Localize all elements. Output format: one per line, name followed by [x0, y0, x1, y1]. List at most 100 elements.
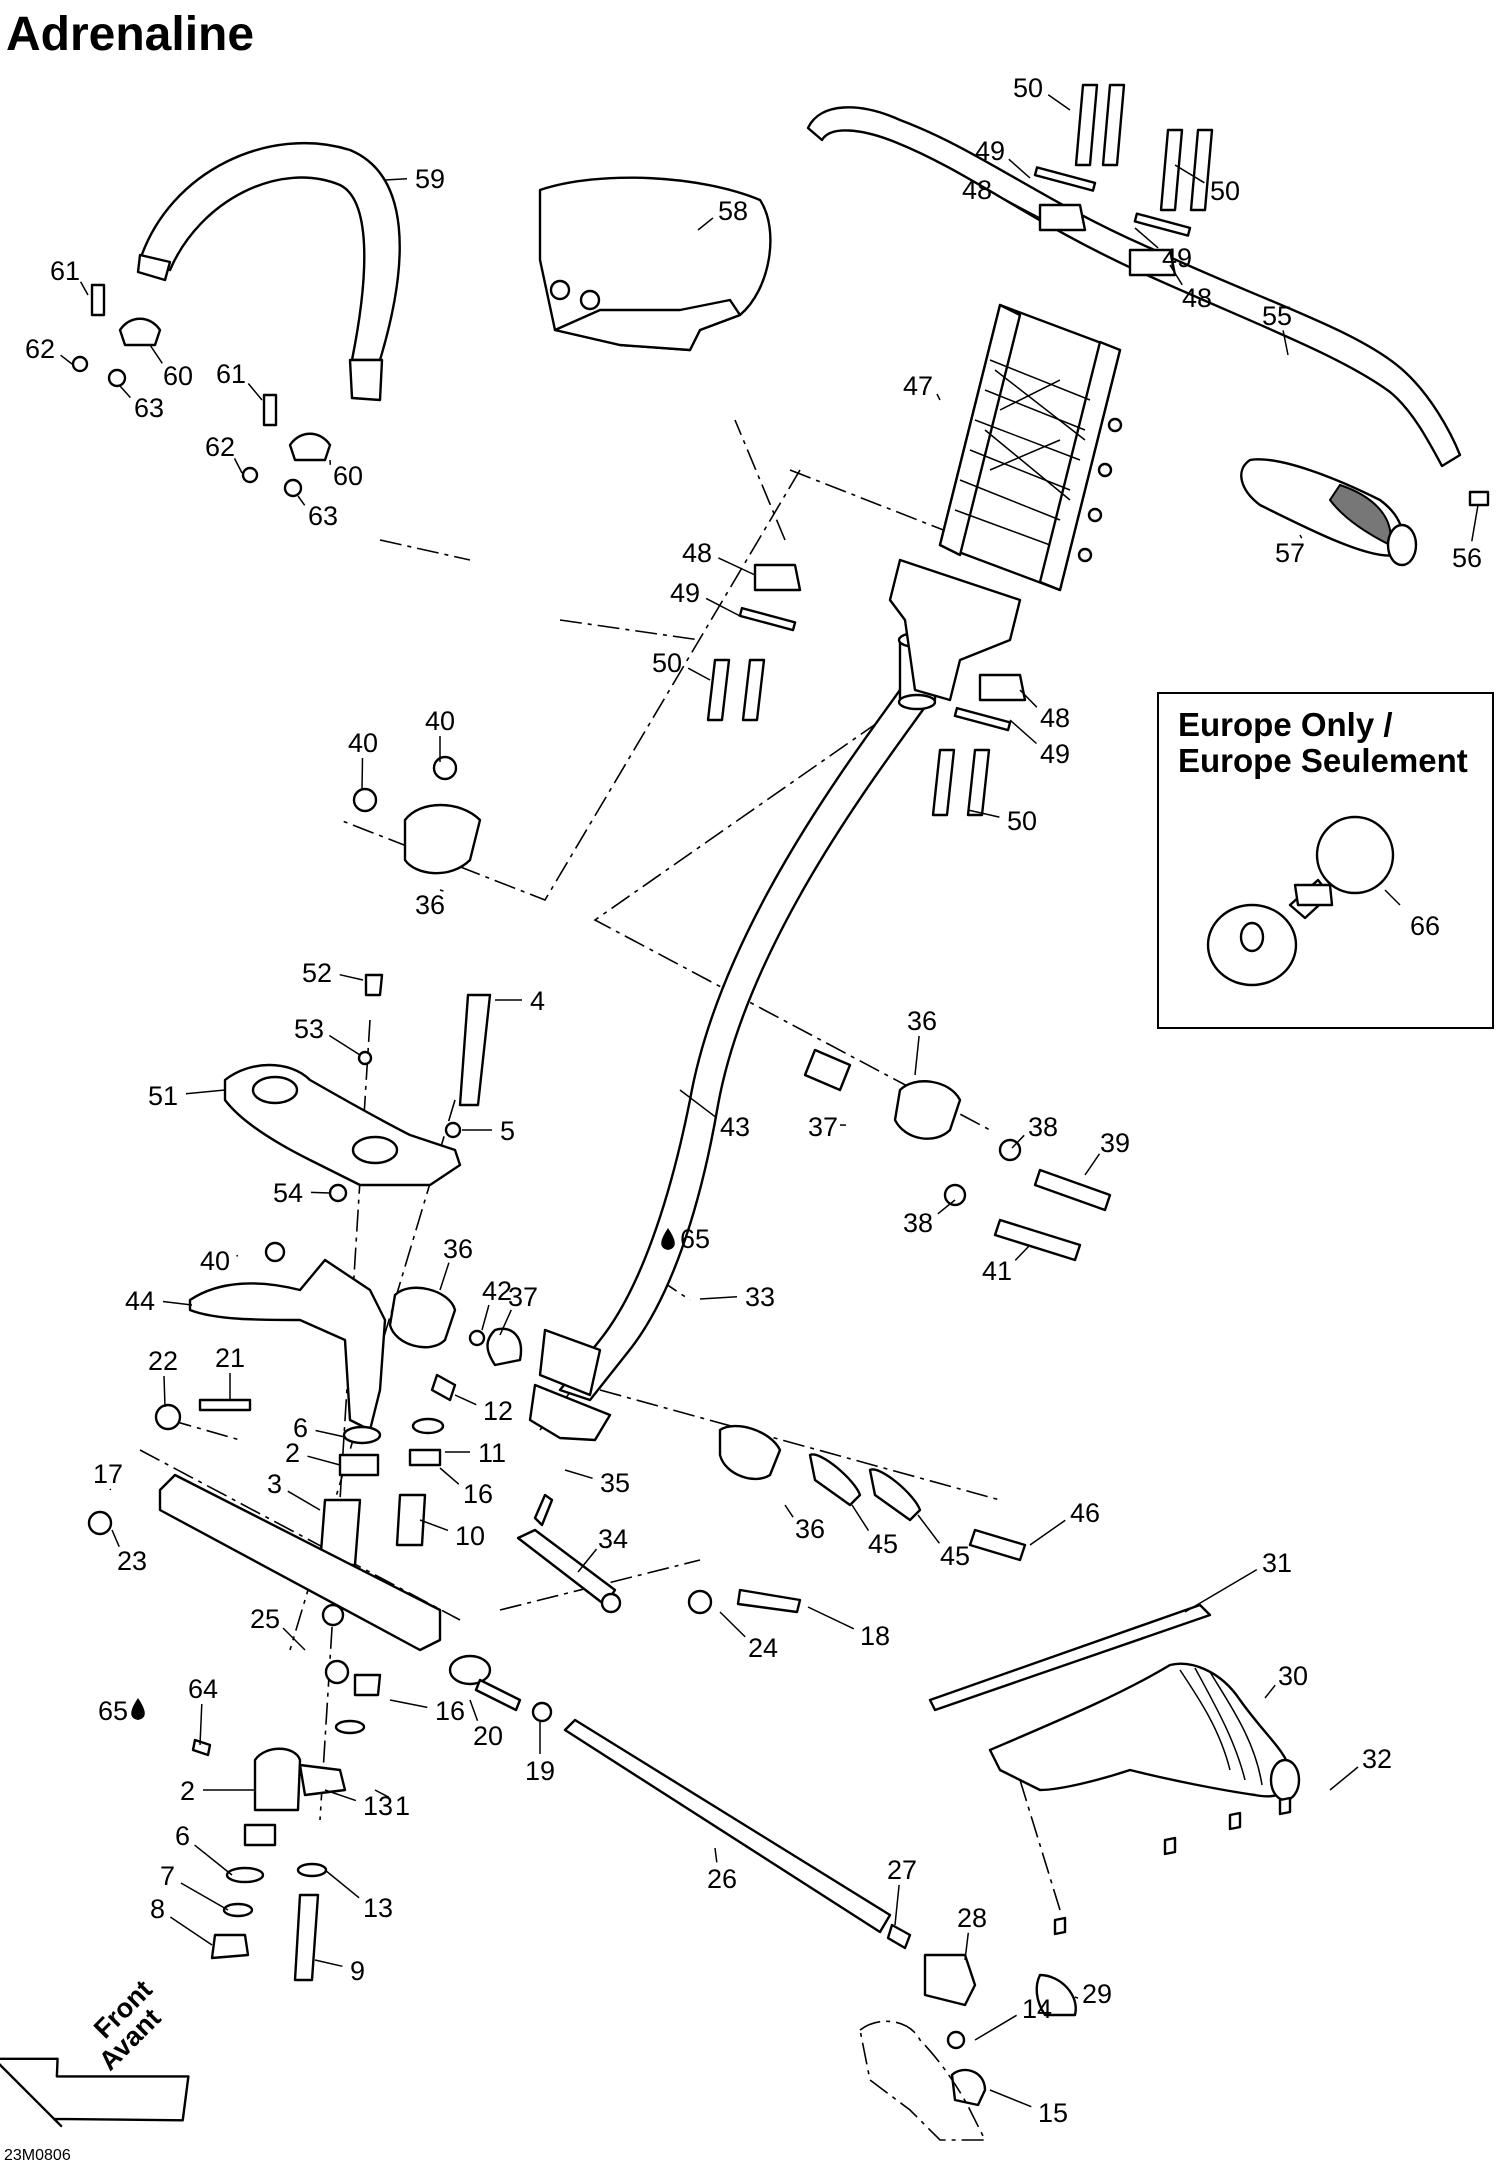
part-callout-label: 30	[1278, 1661, 1308, 1691]
lubricant-label-lower: 65	[98, 1696, 128, 1726]
callout-leader-line	[1019, 689, 1038, 708]
callout-leader-line	[119, 385, 131, 399]
callout-leader-line	[1029, 1519, 1066, 1546]
front-arrow-shape	[0, 2057, 190, 2128]
part-callout-label: 37	[508, 1282, 538, 1312]
grip-assembly	[1240, 458, 1490, 567]
callout-leader-line	[1264, 1684, 1276, 1699]
callout-leader-line	[784, 1504, 794, 1518]
callout-leader-line	[185, 1089, 226, 1095]
callout-leader-line	[1329, 1766, 1359, 1791]
part-callout-label: 62	[25, 334, 55, 364]
part-callout-label: 3	[267, 1469, 282, 1499]
part-callout-label: 36	[415, 890, 445, 920]
part-callout-label: 41	[982, 1256, 1012, 1286]
part-callout-label: 61	[50, 256, 80, 286]
callout-leader-line	[439, 1262, 450, 1291]
part-callout-label: 49	[1040, 739, 1070, 769]
steering-arm	[516, 1424, 1027, 1615]
callout-leader-line	[719, 1611, 746, 1638]
part-callout-label: 50	[1210, 176, 1240, 206]
part-callout-label: 62	[205, 432, 235, 462]
handlebar	[806, 106, 1462, 468]
callout-leader-line	[1014, 1244, 1031, 1261]
leader-lines	[60, 94, 1479, 2108]
page-title: Adrenaline	[6, 8, 254, 61]
part-callout-label: 20	[473, 1721, 503, 1751]
part-callout-label: 49	[1162, 243, 1192, 273]
callout-leader-line	[1008, 158, 1031, 179]
part-callout-label: 21	[215, 1343, 245, 1373]
part-callout-label: 36	[795, 1514, 825, 1544]
callout-leader-line	[384, 177, 408, 181]
part-callout-label: 8	[150, 1894, 165, 1924]
part-callout-label: 2	[285, 1438, 300, 1468]
part-callout-label: 40	[200, 1246, 230, 1276]
callout-leader-line	[989, 2089, 1032, 2108]
part-callout-label: 48	[962, 175, 992, 205]
callout-leader-line	[315, 1429, 346, 1438]
part-callout-label: 50	[652, 648, 682, 678]
lubricant-label-upper: 65	[680, 1224, 710, 1254]
callout-leader-line	[577, 1548, 598, 1573]
callout-leader-line	[967, 809, 1000, 818]
europe-inset: Europe Only / Europe Seulement 66	[1157, 692, 1494, 1029]
part-callouts: 1223456678910111213131415161617181920212…	[25, 73, 1482, 2128]
part-callout-label: 6	[293, 1413, 308, 1443]
callout-leader-line	[109, 1488, 112, 1491]
part-callout-label: 2	[180, 1776, 195, 1806]
part-callout-label: 50	[1013, 73, 1043, 103]
inset-part-label: 66	[1410, 911, 1440, 941]
part-callout-label: 22	[148, 1346, 178, 1376]
part-callout-label: 12	[483, 1396, 513, 1426]
callout-leader-line	[917, 1514, 940, 1544]
callout-leader-line	[79, 281, 89, 296]
part-callout-label: 23	[117, 1546, 147, 1576]
part-callout-label: 42	[482, 1276, 512, 1306]
pivot-stack	[154, 1373, 457, 1567]
part-callout-label: 54	[273, 1178, 303, 1208]
part-callout-label: 38	[903, 1208, 933, 1238]
part-callout-label: 32	[1362, 1744, 1392, 1774]
callout-leader-line	[180, 1882, 229, 1911]
part-callout-label: 33	[745, 1282, 775, 1312]
part-callout-label: 51	[148, 1081, 178, 1111]
strap-clamps	[71, 283, 332, 498]
callout-leader-line	[936, 393, 941, 401]
part-callout-label: 37	[808, 1112, 838, 1142]
callout-leader-line	[997, 195, 1041, 219]
part-callout-label: 58	[718, 196, 748, 226]
callout-leader-line	[937, 1199, 956, 1215]
callout-leader-line	[718, 557, 756, 576]
part-callout-label: 56	[1452, 543, 1482, 573]
part-callout-label: 1	[395, 1791, 410, 1821]
part-callout-label: 40	[425, 706, 455, 736]
part-callout-label: 36	[907, 1006, 937, 1036]
part-callout-label: 9	[350, 1956, 365, 1986]
callout-leader-line	[894, 1884, 900, 1926]
part-callout-label: 64	[188, 1674, 218, 1704]
tie-rod	[448, 1654, 1077, 2107]
part-callout-label: 53	[294, 1014, 324, 1044]
part-callout-label: 49	[975, 136, 1005, 166]
callout-leader-line	[419, 1519, 449, 1532]
callout-leader-line	[162, 1300, 193, 1306]
callout-leader-line	[499, 1309, 512, 1336]
callout-leader-line	[287, 1490, 321, 1511]
callout-leader-line	[1047, 94, 1071, 111]
part-callout-label: 49	[670, 578, 700, 608]
callout-leader-line	[328, 1034, 361, 1056]
callout-leader-line	[111, 1529, 120, 1547]
part-callout-label: 40	[348, 728, 378, 758]
part-callout-label: 16	[463, 1479, 493, 1509]
part-callout-label: 63	[134, 393, 164, 423]
part-callout-label: 38	[1028, 1112, 1058, 1142]
callout-leader-line	[324, 1789, 357, 1802]
part-callout-label: 29	[1082, 1979, 1112, 2009]
horn-clamp	[1293, 883, 1334, 907]
part-callout-label: 48	[1040, 703, 1070, 733]
callout-leader-line	[199, 1703, 203, 1746]
part-callout-label: 19	[525, 1756, 555, 1786]
part-callout-label: 45	[868, 1529, 898, 1559]
